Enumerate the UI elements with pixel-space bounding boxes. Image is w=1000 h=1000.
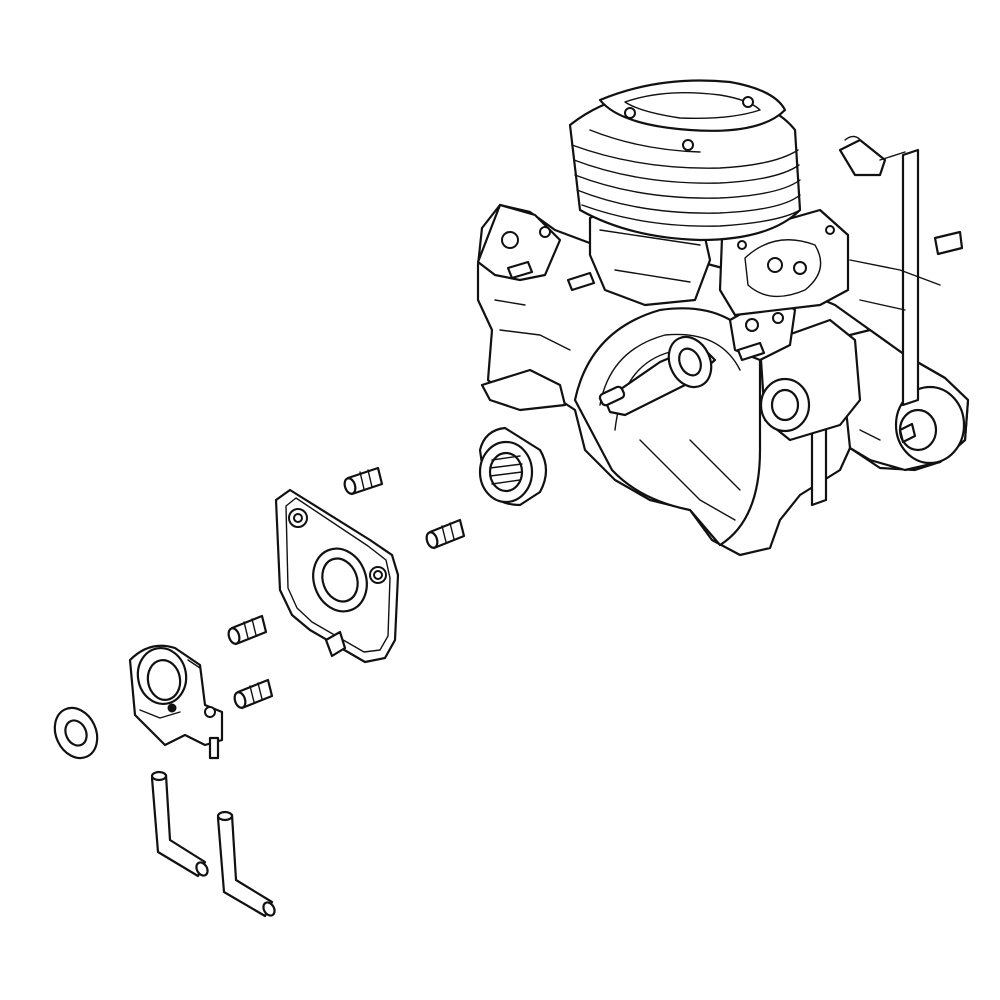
oil-pump: [128, 644, 224, 760]
screw-1: [343, 466, 384, 496]
engine-bolt: [506, 230, 964, 362]
cylinder-head-fins: [568, 79, 802, 242]
oil-hose-2: [216, 810, 276, 918]
screw-4: [233, 678, 274, 710]
clutch-drum-pulley: [478, 426, 548, 507]
crankcase-engine-assembly: [476, 79, 970, 557]
oil-hose-1: [150, 770, 209, 878]
oil-pump-gasket-plate: [274, 488, 400, 664]
washer: [53, 706, 99, 760]
screw-3: [227, 614, 268, 646]
screw-2: [425, 518, 466, 550]
